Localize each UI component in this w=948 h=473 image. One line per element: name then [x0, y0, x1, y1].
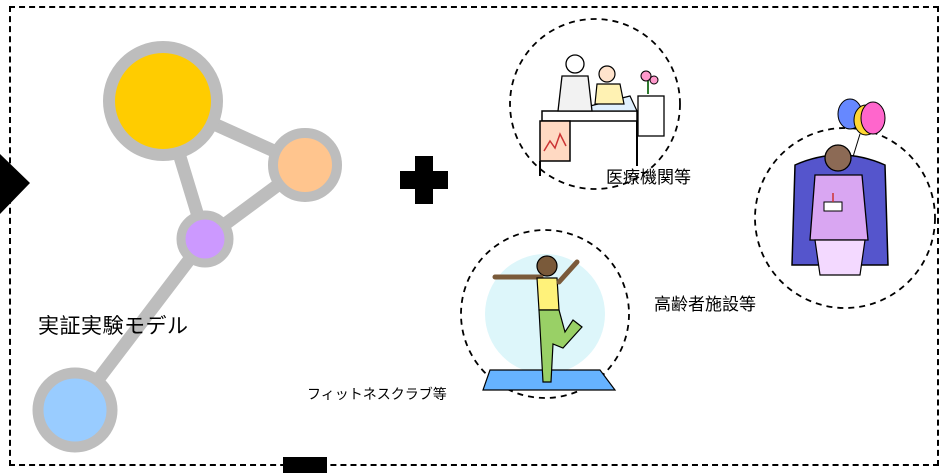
fitness-club-illustration — [460, 229, 630, 399]
node-peach — [268, 128, 342, 202]
node-blue — [32, 367, 118, 453]
right-arrow-icon — [0, 154, 30, 214]
node-gold — [103, 41, 223, 161]
hospital-illustration — [509, 18, 681, 190]
hospital-label: 医療機関等 — [606, 168, 691, 188]
elderly-facility-illustration — [754, 98, 936, 309]
elderly-facility-label: 高齢者施設等 — [654, 295, 756, 315]
dashed-frame — [9, 6, 939, 466]
minus-block-icon — [283, 457, 327, 473]
fitness-club-label: フィットネスクラブ等 — [307, 387, 447, 403]
model-label: 実証実験モデル — [38, 314, 189, 338]
plus-icon — [400, 156, 448, 204]
node-purple — [176, 210, 234, 268]
